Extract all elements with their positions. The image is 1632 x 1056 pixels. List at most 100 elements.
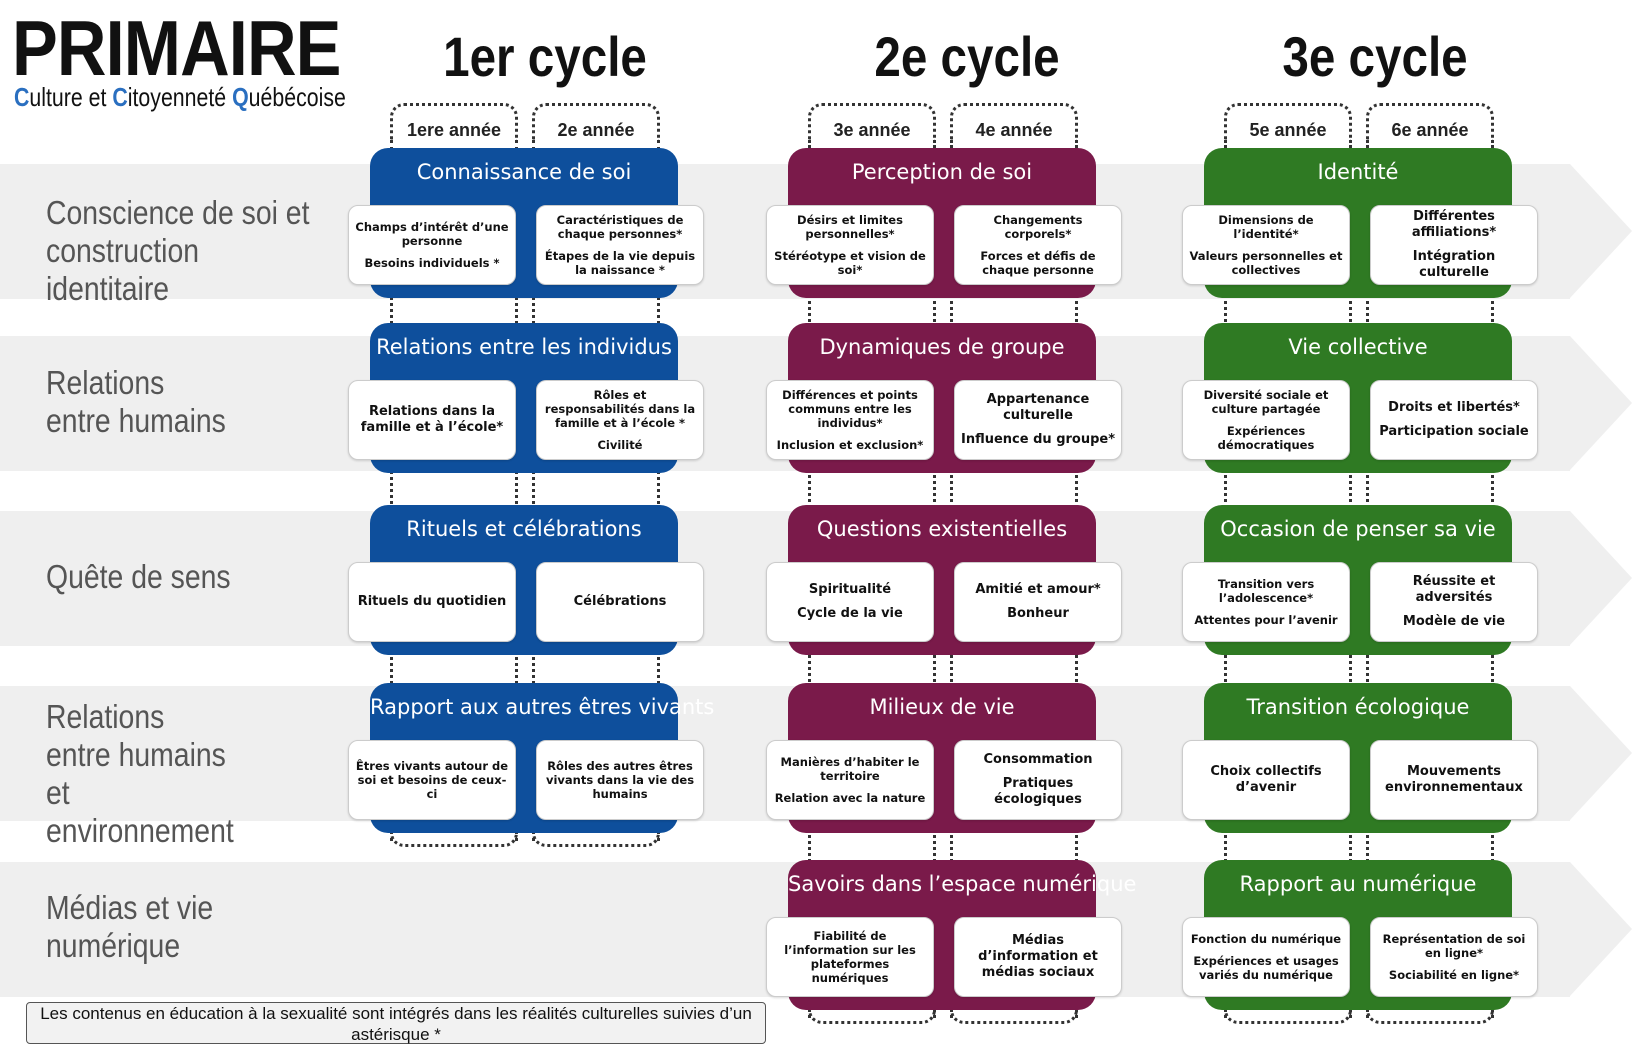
theme-band-arrow-2 (1570, 511, 1632, 645)
theme-label-4: Médias et vie numérique (46, 889, 214, 964)
theme-band-arrow-3 (1570, 686, 1632, 820)
content-card-1-0-0: Désirs et limites personnelles* Stéréotyp… (766, 205, 934, 285)
card-text: Changements corporels* (993, 213, 1083, 241)
card-text: Besoins individuels * (364, 256, 500, 270)
card-text: Réussite et adversités (1412, 574, 1496, 605)
card-text: Sociabilité en ligne* (1388, 968, 1520, 982)
year-label-0-1: 2e année (532, 103, 660, 143)
card-text: Différentes affiliations* (1411, 209, 1497, 240)
year-label-1-0: 3e année (808, 103, 936, 143)
card-text: Fiabilité de l’information sur les plate… (784, 929, 916, 985)
block-title: Rapport au numérique (1239, 872, 1477, 896)
theme-band-arrow-1 (1570, 336, 1632, 470)
year-label-2-0: 5e année (1224, 103, 1352, 143)
content-card-2-0-0: Dimensions de l’identité* Valeurs personn… (1182, 205, 1350, 285)
card-text: Inclusion et exclusion* (776, 438, 924, 452)
block-title: Questions existentielles (816, 517, 1068, 541)
card-text: Rôles des autres êtres vivants dans la v… (545, 759, 695, 801)
year-bottom-1-0 (808, 1006, 936, 1024)
card-text: Forces et défis de chaque personne (980, 249, 1096, 277)
theme-band-arrow-0 (1570, 164, 1632, 298)
card-text: Relation avec la nature (774, 791, 926, 805)
card-text: Pratiques écologiques (994, 776, 1082, 807)
card-text: Choix collectifs d’avenir (1210, 764, 1322, 795)
year-connector-0-0 (390, 140, 393, 841)
card-text: Célébrations (573, 594, 667, 609)
content-card-0-2-1: Célébrations (536, 562, 704, 642)
content-card-0-3-0: Êtres vivants autour de soi et besoins d… (348, 740, 516, 820)
content-card-1-1-0: Différences et points communs entre les … (766, 380, 934, 460)
block-title: Connaissance de soi (416, 160, 632, 184)
block-title: Perception de soi (851, 160, 1033, 184)
year-label-1-1: 4e année (950, 103, 1078, 143)
card-text: Expériences démocratiques (1217, 424, 1315, 452)
page-title: PRIMAIRE (12, 4, 341, 92)
card-text: Mouvements environnementaux (1385, 764, 1523, 795)
content-card-1-4-1: Médias d’information et médias sociaux (954, 917, 1122, 997)
theme-label-1: Relations entre humains (46, 364, 226, 439)
card-text: Participation sociale (1379, 424, 1529, 439)
year-bottom-2-1 (1366, 1006, 1494, 1024)
block-title: Rapport aux autres êtres vivants (370, 695, 715, 719)
block-title: Relations entre les individus (376, 335, 672, 359)
content-card-2-3-1: Mouvements environnementaux (1370, 740, 1538, 820)
year-connector-0-3 (657, 140, 660, 841)
content-card-1-0-1: Changements corporels* Forces et défis de… (954, 205, 1122, 285)
content-card-1-2-1: Amitié et amour*Bonheur (954, 562, 1122, 642)
block-title: Vie collective (1288, 335, 1428, 359)
card-text: Dimensions de l’identité* (1218, 213, 1314, 241)
card-text: Diversité sociale et culture partagée (1203, 388, 1329, 416)
page-subtitle: Culture et Citoyenneté Québécoise (14, 82, 346, 113)
card-text: Appartenance culturelle (986, 392, 1090, 423)
year-label-2-1: 6e année (1366, 103, 1494, 143)
block-title: Occasion de penser sa vie (1220, 517, 1496, 541)
theme-label-3: Relations entre humains et environnement (46, 698, 234, 849)
subtitle-c1: C (14, 82, 30, 112)
year-connector-0-2 (532, 140, 535, 841)
card-text: Influence du groupe* (961, 432, 1116, 447)
card-text: Amitié et amour* (975, 582, 1101, 597)
card-text: Désirs et limites personnelles* (797, 213, 903, 241)
block-title: Identité (1317, 160, 1399, 184)
card-text: Stéréotype et vision de soi* (774, 249, 926, 277)
card-text: Médias d’information et médias sociaux (978, 933, 1098, 980)
card-text: Caractéristiques de chaque personnes* (556, 213, 684, 241)
card-text: Droits et libertés* (1388, 400, 1520, 415)
card-text: Étapes de la vie depuis la naissance * (544, 249, 696, 277)
year-label-0-0: 1ere année (390, 103, 518, 143)
content-card-0-1-0: Relations dans la famille et à l’école* (348, 380, 516, 460)
content-card-2-0-1: Différentes affiliations*Intégration cul… (1370, 205, 1538, 285)
year-bottom-0-1 (532, 829, 660, 847)
subtitle-p1: ulture et (29, 82, 113, 112)
subtitle-c3: Q (232, 82, 249, 112)
cycle-heading-1: 2e cycle (874, 25, 1060, 88)
year-bottom-0-0 (390, 829, 518, 847)
card-text: Cycle de la vie (797, 606, 903, 621)
card-text: Transition vers l’adolescence* (1217, 577, 1315, 605)
subtitle-p2: itoyenneté (127, 82, 233, 112)
card-text: Différences et points communs entre les … (782, 388, 918, 430)
card-text: Rituels du quotidien (357, 594, 507, 609)
block-title: Savoirs dans l’espace numérique (788, 872, 1137, 896)
card-text: Attentes pour l’avenir (1194, 613, 1338, 627)
card-text: Êtres vivants autour de soi et besoins d… (355, 759, 509, 801)
card-text: Champs d’intérêt d’une personne (355, 220, 509, 248)
card-text: Rôles et responsabilités dans la famille… (544, 388, 696, 430)
card-text: Modèle de vie (1402, 614, 1506, 629)
card-text: Représentation de soi en ligne* (1382, 932, 1526, 960)
year-bottom-1-1 (950, 1006, 1078, 1024)
card-text: Fonction du numérique (1190, 932, 1342, 946)
cycle-heading-2: 3e cycle (1282, 25, 1468, 88)
card-text: Valeurs personnelles et collectives (1189, 249, 1343, 277)
subtitle-p3: uébécoise (248, 82, 346, 112)
subtitle-c2: C (112, 82, 128, 112)
block-title: Rituels et célébrations (406, 517, 642, 541)
content-card-2-1-1: Droits et libertés* Participation sociale (1370, 380, 1538, 460)
theme-band-arrow-4 (1570, 862, 1632, 996)
